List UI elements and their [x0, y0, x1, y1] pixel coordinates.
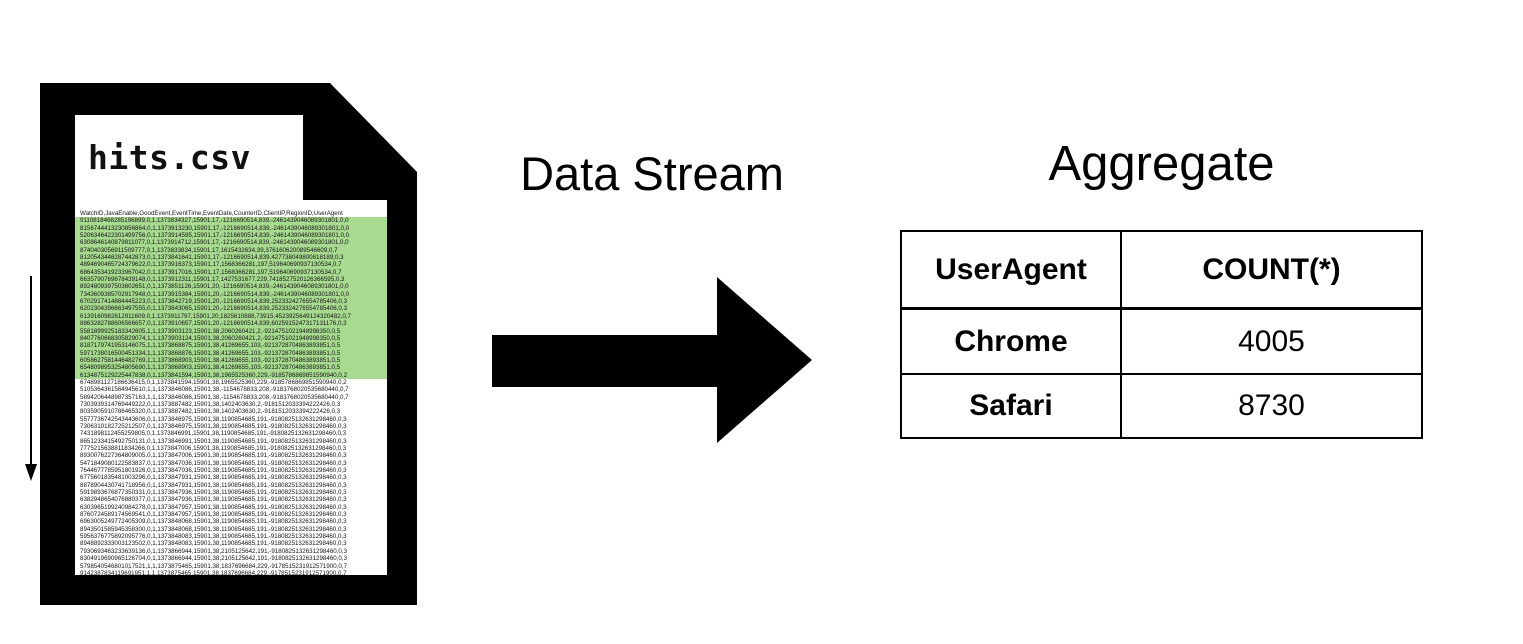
csv-data-row: 5105364361564945610,1,1,1373846086,15901…	[80, 386, 349, 394]
csv-data-row: 8924809397503602651,0,1,1373851126,15901…	[75, 283, 387, 291]
aggregate-table: UserAgent COUNT(*) Chrome 4005 Safari 87…	[900, 230, 1423, 439]
csv-data-row: 6308646140879811077,0,1,1373914712,15901…	[75, 239, 387, 247]
csv-data-row: 8156744413230856864,0,1,1373913230,15901…	[75, 224, 387, 233]
csv-data-row: 6303965199240984278,0,1,1373847957,15901…	[80, 503, 347, 511]
table-header-row: UserAgent COUNT(*)	[902, 232, 1421, 310]
count-cell: 8730	[1238, 389, 1305, 422]
count-cell: 4005	[1238, 324, 1305, 358]
csv-data-row: 6139160982612911609,0,1,1373911797,15901…	[75, 312, 387, 321]
data-stream-label: Data Stream	[520, 147, 784, 200]
csv-data-row: 8187179741953146075,1,1,1373868875,15901…	[75, 342, 387, 350]
csv-data-row: 6134875129225447838,0,1,1373841594,15901…	[75, 371, 387, 379]
csv-data-row: 5471849080122583837,0,1,1373847036,15901…	[80, 459, 347, 467]
table-row: Safari 8730	[902, 375, 1421, 437]
csv-data-row: 6548098953254805690,1,1,1373868903,15901…	[75, 364, 387, 372]
file-name-label: hits.csv	[88, 138, 251, 177]
column-header-count: COUNT(*)	[1202, 252, 1341, 286]
csv-data-row: 6635790769678439148,0,1,1373912311,15901…	[75, 276, 387, 284]
csv-data-row: 5956376775892095776,0,1,1373848083,15901…	[80, 533, 347, 541]
csv-data-row: 6748981127186636415,0,1,1373841594,15901…	[80, 378, 347, 386]
csv-data-row: 6864353419233967042,0,1,1373917016,15901…	[75, 268, 387, 277]
csv-data-row: 8930076227364809005,0,1,1373847006,15901…	[80, 452, 347, 460]
aggregate-title: Aggregate	[1048, 137, 1275, 191]
csv-data-row: 8943501585945358300,0,1,1373848068,15901…	[80, 525, 347, 533]
csv-data-row: 7303939314769449222,0,1,1373887482,15901…	[80, 400, 341, 408]
csv-data-row: 6702917414884445223,0,1,1373842719,15901…	[75, 298, 387, 306]
csv-data-row: 6202304396663497555,0,1,1373843065,15901…	[75, 305, 387, 313]
csv-data-row: 8120543446287442873,0,1,1373841641,15901…	[75, 254, 387, 262]
csv-data-row: 7775215638811834266,0,1,1373847006,15901…	[80, 445, 347, 452]
csv-data-row: 4894690465724379622,0,1,1373916373,15901…	[75, 261, 387, 269]
csv-data-row: 6775601835481003296,0,1,1373847931,15901…	[80, 474, 347, 482]
csv-data-row: 8035905910786465320,0,1,1373887482,15901…	[80, 408, 341, 416]
csv-data-row: 9142387834119691951,1,1,1373875465,15901…	[80, 569, 347, 575]
csv-data-row: 7930693463233639136,0,1,1373866944,15901…	[80, 547, 348, 555]
column-header-useragent: UserAgent	[902, 232, 1122, 307]
csv-data-row: 6058627581446482769,1,1,1373868903,15901…	[75, 356, 387, 365]
csv-data-row: 7343609385702917948,0,1,1373915384,15901…	[75, 290, 387, 299]
csv-data-row: 8740403056911509777,0,1,1373833834,15901…	[75, 246, 387, 255]
csv-data-row: 7431898112455259805,0,1,1373846991,15901…	[80, 430, 347, 438]
csv-data-row: 8651233415492750131,0,1,1373846991,15901…	[80, 437, 347, 445]
csv-data-row: 8304919690965126704,0,1,1373866944,15901…	[80, 555, 348, 563]
csv-data-row: 6382948654076880377,0,1,1373847936,15901…	[80, 496, 347, 504]
useragent-cell: Chrome	[902, 310, 1122, 373]
csv-data-row: 5581899925183342605,1,1,1373903123,15901…	[75, 327, 387, 335]
down-arrow-icon	[25, 276, 37, 481]
csv-data-row: 8878904430741718956,0,1,1373847931,15901…	[80, 481, 347, 489]
csv-data-row: 8407760668305829074,1,1,1373903124,15901…	[75, 334, 387, 343]
csv-data-row: 5894206448987357163,1,1,1373846086,15901…	[80, 393, 349, 401]
csv-preview: WatchID,JavaEnable,GoodEvent,EventTime,E…	[75, 210, 387, 575]
useragent-cell: Safari	[902, 375, 1122, 437]
document-icon: hits.csv WatchID,JavaEnable,GoodEvent,Ev…	[40, 83, 417, 605]
csv-data-row: 5971738016500451334,1,1,1373868876,15901…	[75, 349, 387, 357]
csv-data-row: 5206346422301499756,0,1,1373914595,15901…	[75, 232, 387, 240]
csv-data-row: 8948892333003123502,0,1,1373848083,15901…	[80, 540, 347, 548]
csv-data-row: 8760724589174569541,0,1,1373847957,15901…	[80, 511, 347, 519]
csv-rows: 9110818468285196899,0,1,1373834327,15901…	[75, 217, 387, 575]
csv-data-row: 9110818468285196899,0,1,1373834327,15901…	[75, 217, 387, 225]
csv-data-row: 8863282788606566657,0,1,1373910657,15901…	[75, 320, 387, 328]
csv-data-row: 5798540546801017521,1,1,1373875465,15901…	[80, 562, 348, 570]
csv-data-row: 7306310182725212507,0,1,1373846975,15901…	[80, 422, 347, 430]
csv-data-row: 6963005249772405309,0,1,1373848068,15901…	[80, 518, 347, 526]
csv-data-row: 5919893676877350331,0,1,1373847936,15901…	[80, 489, 347, 497]
right-arrow-icon	[492, 277, 812, 443]
table-row: Chrome 4005	[902, 310, 1421, 375]
csv-data-row: 5577736742543443606,0,1,1373846975,15901…	[80, 415, 347, 423]
csv-data-row: 7644677785951801926,0,1,1373847036,15901…	[80, 467, 347, 475]
csv-header-row: WatchID,JavaEnable,GoodEvent,EventTime,E…	[80, 210, 343, 217]
